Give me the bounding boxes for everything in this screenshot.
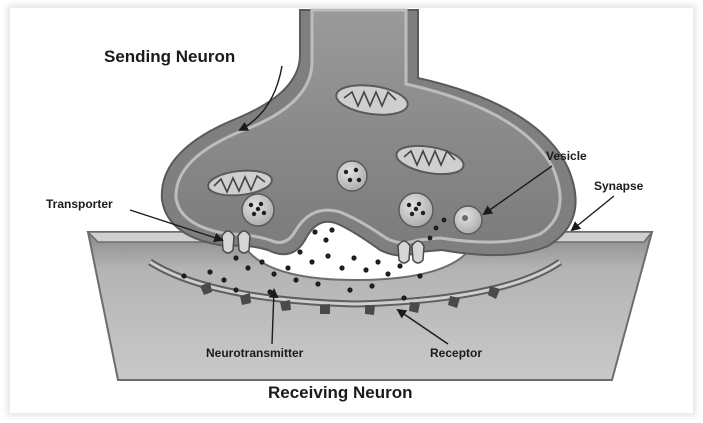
synapse-arrow [572, 196, 614, 230]
vesicle [242, 194, 274, 226]
label-receiving-neuron: Receiving Neuron [268, 383, 413, 402]
label-neurotransmitter: Neurotransmitter [206, 346, 304, 360]
label-synapse: Synapse [594, 179, 644, 193]
vesicle [337, 161, 367, 191]
vesicle [454, 206, 482, 234]
label-vesicle: Vesicle [546, 149, 587, 163]
label-transporter: Transporter [46, 197, 113, 211]
vesicle [399, 193, 433, 227]
label-sending-neuron: Sending Neuron [104, 47, 235, 66]
label-receptor: Receptor [430, 346, 482, 360]
receptor-site [320, 304, 330, 314]
receptor-site [365, 305, 375, 315]
